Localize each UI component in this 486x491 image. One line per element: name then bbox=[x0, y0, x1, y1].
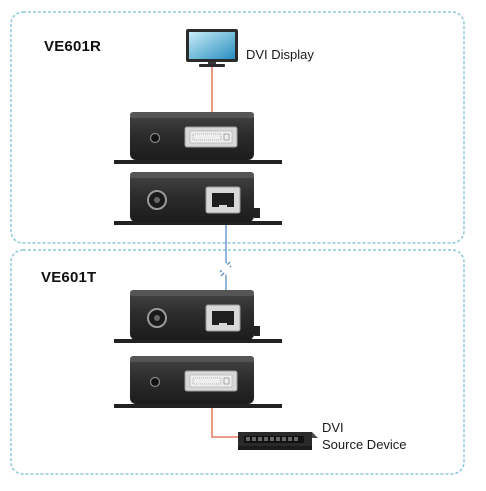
ve601r-rear-unit bbox=[114, 172, 282, 225]
dvi-port-icon bbox=[184, 370, 238, 392]
monitor-icon bbox=[186, 29, 238, 67]
transmitter-group-box bbox=[10, 249, 465, 475]
ve601t-rear-unit bbox=[114, 290, 282, 343]
source-device-icon bbox=[238, 432, 318, 450]
ve601r-front-unit bbox=[114, 112, 282, 164]
receiver-model-label: VE601R bbox=[44, 38, 102, 55]
cable-break-icon bbox=[219, 261, 233, 277]
display-label: DVI Display bbox=[246, 47, 314, 62]
dvi-port-icon bbox=[184, 126, 238, 148]
power-jack-icon bbox=[149, 132, 161, 144]
receiver-group-box bbox=[10, 11, 465, 244]
rj45-port-icon bbox=[205, 304, 241, 332]
rj45-port-icon bbox=[205, 186, 241, 214]
source-label-line1: DVI bbox=[322, 420, 344, 435]
ve601t-front-unit bbox=[114, 356, 282, 408]
power-jack-icon bbox=[147, 308, 167, 328]
transmitter-model-label: VE601T bbox=[41, 269, 97, 286]
power-jack-icon bbox=[147, 190, 167, 210]
power-jack-icon bbox=[149, 376, 161, 388]
source-label-line2: Source Device bbox=[322, 437, 407, 452]
